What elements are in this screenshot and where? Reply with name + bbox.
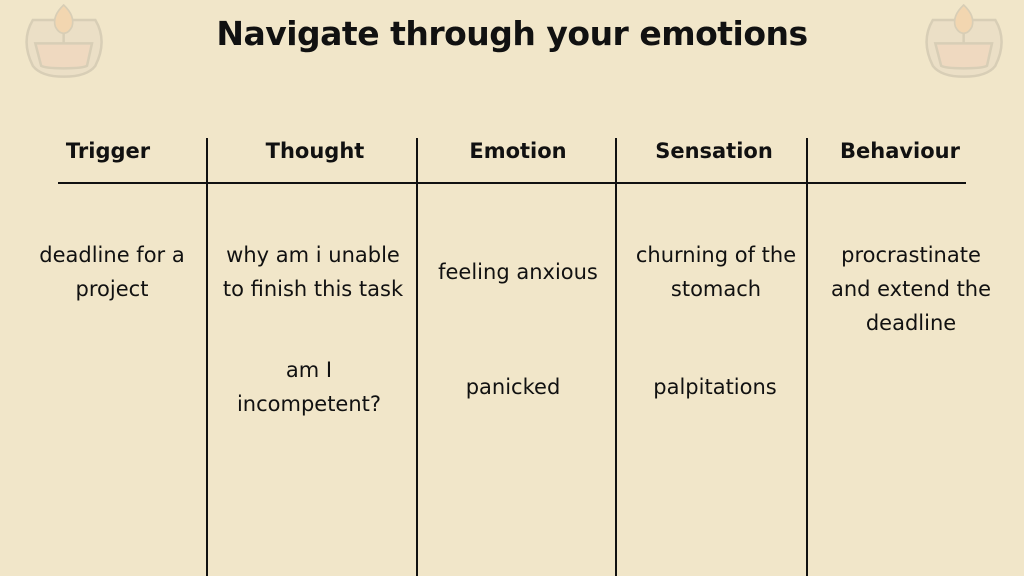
- column-divider: [615, 138, 617, 576]
- header-emotion: Emotion: [469, 139, 567, 163]
- text-line: why am i unable: [226, 243, 400, 267]
- header-thought: Thought: [265, 139, 365, 163]
- text-line: to finish this task: [222, 277, 404, 301]
- page-title: Navigate through your emotions: [216, 14, 808, 53]
- candle-icon: [25, 3, 103, 78]
- text-line: feeling anxious: [438, 260, 598, 284]
- text-line: am I: [285, 358, 333, 382]
- emotion-cell: feeling anxious: [438, 255, 598, 289]
- candle-icon: [925, 3, 1003, 78]
- column-divider: [806, 138, 808, 576]
- text-line: churning of the: [635, 243, 797, 267]
- text-line: panicked: [465, 375, 561, 399]
- text-line: deadline for a: [39, 243, 185, 267]
- thought-cell: am I incompetent?: [237, 353, 381, 421]
- header-behaviour: Behaviour: [840, 139, 960, 163]
- header-sensation: Sensation: [655, 139, 773, 163]
- header-divider: [58, 182, 966, 184]
- thought-cell: why am i unable to finish this task: [223, 238, 403, 306]
- text-line: procrastinate: [841, 243, 981, 267]
- text-line: palpitations: [653, 375, 777, 399]
- text-line: incompetent?: [236, 392, 382, 416]
- text-line: stomach: [670, 277, 762, 301]
- emotion-cell: panicked: [466, 370, 561, 404]
- sensation-cell: churning of the stomach: [636, 238, 796, 306]
- behaviour-cell: procrastinate and extend the deadline: [831, 238, 991, 340]
- column-divider: [206, 138, 208, 576]
- text-line: project: [75, 277, 149, 301]
- trigger-cell: deadline for a project: [39, 238, 184, 306]
- header-trigger: Trigger: [65, 139, 151, 163]
- text-line: and extend the: [830, 277, 992, 301]
- text-line: deadline: [865, 311, 957, 335]
- column-divider: [416, 138, 418, 576]
- sensation-cell: palpitations: [653, 370, 776, 404]
